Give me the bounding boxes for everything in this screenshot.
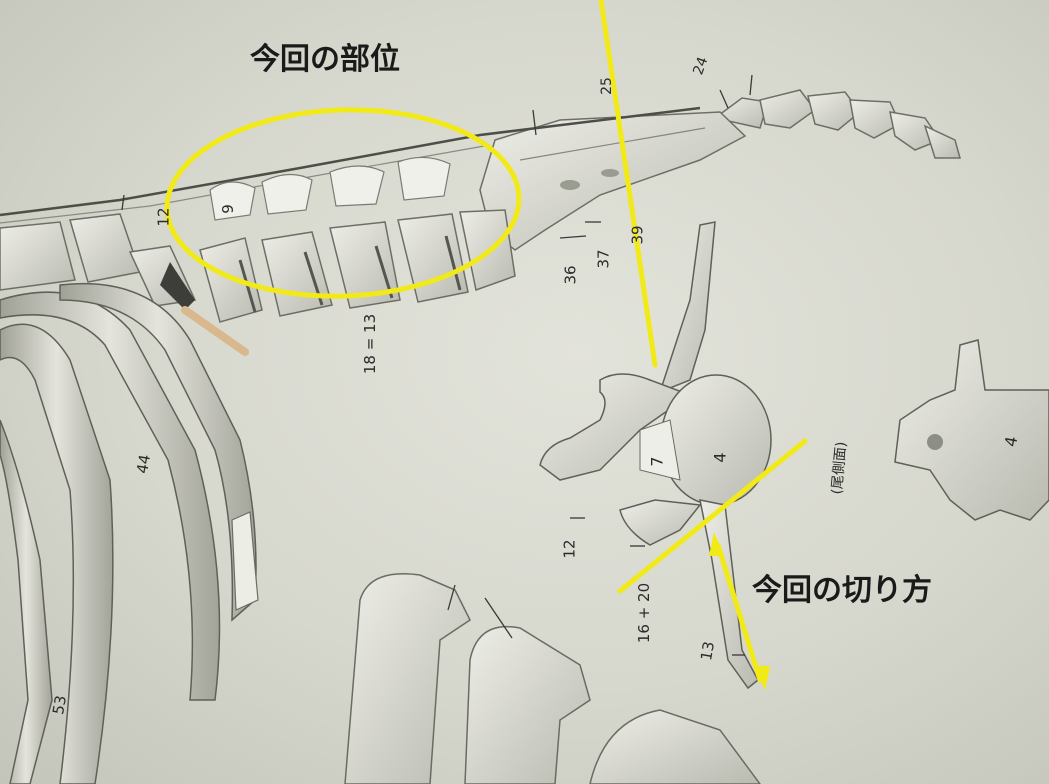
region-label: 今回の部位 bbox=[250, 34, 400, 78]
pelvis-bones bbox=[345, 574, 760, 784]
label-37: 37 bbox=[595, 249, 613, 268]
label-9: 9 bbox=[219, 204, 237, 214]
label-13: 13 bbox=[697, 640, 718, 662]
label-18-13: 18 = 13 bbox=[361, 314, 379, 374]
cut-label: 今回の切り方 bbox=[752, 565, 932, 609]
label-12-vertebra: 12 bbox=[561, 539, 579, 558]
highlight-annotations bbox=[164, 0, 805, 680]
label-44: 44 bbox=[133, 453, 154, 475]
vertebra-caudal-view bbox=[895, 340, 1049, 520]
label-39: 39 bbox=[629, 225, 647, 244]
label-4-center: 4 bbox=[711, 452, 730, 462]
tail-vertebrae bbox=[715, 90, 960, 158]
label-36: 36 bbox=[562, 265, 580, 284]
label-25: 25 bbox=[599, 77, 615, 95]
label-7: 7 bbox=[648, 456, 667, 466]
label-12-spine: 12 bbox=[155, 207, 173, 226]
label-16-20: 16 + 20 bbox=[635, 583, 653, 643]
ribs bbox=[0, 284, 256, 784]
label-53: 53 bbox=[49, 694, 70, 716]
